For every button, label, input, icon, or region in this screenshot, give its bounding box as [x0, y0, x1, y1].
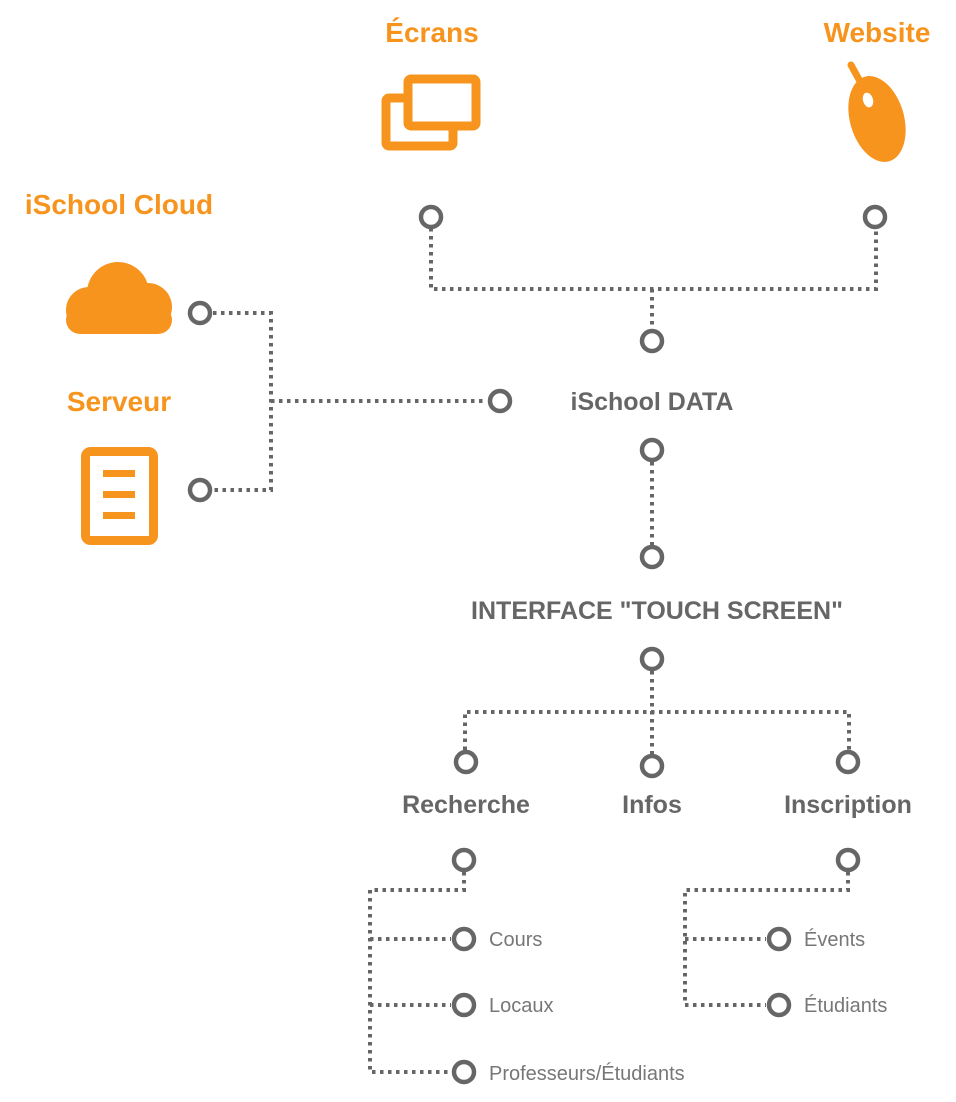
dotted-connectors [213, 228, 878, 1074]
node-events [766, 926, 792, 952]
website-label: Website [824, 17, 931, 48]
node-interface-top [639, 544, 665, 570]
node-locaux [451, 992, 477, 1018]
node-infos-top [639, 753, 665, 779]
interface-touch-screen-label: INTERFACE "TOUCH SCREEN" [471, 597, 843, 625]
ischool-data-label: iSchool DATA [571, 388, 734, 416]
node-data-left [487, 388, 513, 414]
node-data-top [639, 328, 665, 354]
serveur-label: Serveur [67, 386, 171, 417]
server-icon [81, 447, 158, 545]
recherche-label: Recherche [402, 791, 530, 819]
node-data-bottom [639, 437, 665, 463]
cours-label: Cours [489, 929, 542, 951]
infos-label: Infos [622, 791, 682, 819]
node-interface-bottom [639, 646, 665, 672]
locaux-label: Locaux [489, 995, 554, 1017]
ischool-cloud-label: iSchool Cloud [25, 189, 213, 220]
screens-icon [381, 74, 481, 151]
inscription-label: Inscription [784, 791, 912, 819]
node-inscription-bottom [835, 847, 861, 873]
node-recherche-bottom [451, 847, 477, 873]
mouse-icon [847, 61, 906, 162]
node-cloud [187, 300, 213, 326]
connector-nodes [187, 204, 888, 1085]
node-recherche-top [453, 749, 479, 775]
node-inscription-top [835, 749, 861, 775]
etudiants-label: Étudiants [804, 994, 887, 1017]
ecrans-label: Écrans [385, 17, 478, 48]
node-cours [451, 926, 477, 952]
node-serveur [187, 477, 213, 503]
professeurs-etudiants-label: Professeurs/Étudiants [489, 1062, 685, 1085]
node-professeurs [451, 1059, 477, 1085]
node-etudiants [766, 992, 792, 1018]
events-label: Évents [804, 928, 865, 951]
node-ecrans [418, 204, 444, 230]
node-website [862, 204, 888, 230]
cloud-icon [66, 262, 172, 334]
